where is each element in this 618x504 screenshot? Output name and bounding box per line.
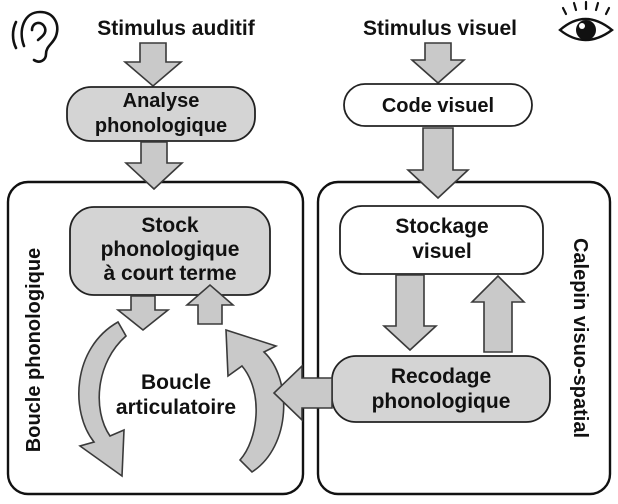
up-arrow-loop-to-store — [184, 283, 236, 325]
phonological-analysis-node — [66, 86, 256, 142]
visual-storage-line-2: visuel — [412, 240, 472, 263]
phonological-analysis-line-1: Analyse — [123, 90, 200, 112]
down-arrow-code-to-storage — [405, 127, 471, 200]
down-arrow-visual-to-code — [409, 42, 467, 85]
phonological-analysis-line-2: phonologique — [95, 115, 227, 137]
visual-code-label: Code visuel — [382, 95, 494, 117]
down-arrow-auditory-to-analysis — [122, 42, 184, 88]
stimulus-visual-label: Stimulus visuel — [363, 17, 517, 40]
down-arrow-analysis-to-store — [123, 141, 185, 191]
phonological-store-line-1: Stock — [141, 214, 199, 237]
phonological-store-node — [69, 206, 271, 296]
eye-icon — [558, 0, 614, 42]
left-arrow-recoding-to-loop — [272, 364, 333, 422]
visual-storage-line-1: Stockage — [395, 215, 488, 238]
stimulus-auditory-label: Stimulus auditif — [97, 17, 256, 40]
left-curved-arrow — [78, 320, 128, 478]
articulatory-loop-line-2: articulatoire — [116, 396, 236, 419]
ear-icon — [11, 10, 59, 63]
phonological-store-line-2: phonologique — [101, 238, 240, 261]
phonological-recoding-line-1: Recodage — [391, 365, 491, 388]
visual-storage-node — [339, 205, 544, 275]
phonological-loop-label: Boucle phonologique — [23, 248, 45, 452]
visual-code-node — [343, 83, 533, 127]
down-arrow-storage-to-recoding — [381, 274, 439, 352]
articulatory-loop-line-1: Boucle — [141, 371, 211, 394]
down-arrow-store-to-loop — [115, 295, 171, 332]
phonological-store-line-3: à court terme — [103, 262, 236, 285]
phonological-recoding-line-2: phonologique — [372, 390, 511, 413]
right-curved-arrow — [225, 328, 285, 474]
visuospatial-sketchpad-label: Calepin visuo-spatial — [569, 238, 591, 438]
up-arrow-recoding-to-storage — [470, 274, 526, 353]
